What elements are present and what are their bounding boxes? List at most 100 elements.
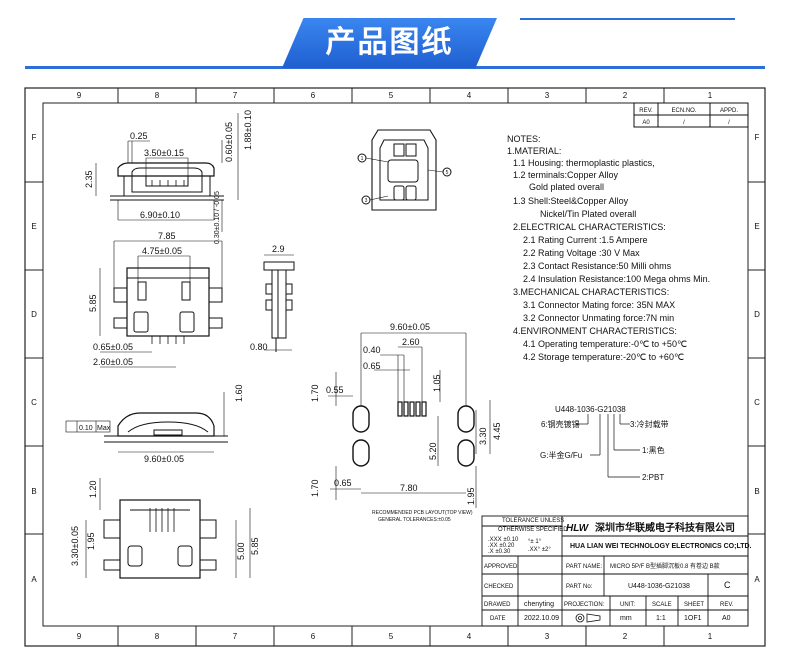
flatness-value: 0.10	[79, 425, 93, 432]
row-label: E	[31, 222, 36, 231]
dim-195: 1.95	[86, 532, 96, 550]
pcb-dim-170b: 1.70	[310, 479, 320, 497]
col-label: 5	[389, 91, 394, 100]
part-code-breakdown: U448-1036-G21038 6:钢壳镀锡 3:冷封载带 1:黑色 G:半金…	[540, 405, 669, 482]
notes-line: 1.3 Shell:Steel&Copper Alloy	[513, 196, 629, 206]
dim-690: 6.90±0.10	[140, 210, 180, 220]
dim-188: 1.88±0.10	[243, 110, 253, 150]
col-label: 6	[311, 632, 316, 641]
row-label: C	[31, 398, 37, 407]
projection-symbol-icon	[575, 613, 601, 623]
col-label: 8	[155, 632, 160, 641]
dim-160: 1.60	[234, 384, 244, 402]
tol-3: .X ±0.30	[488, 549, 511, 555]
callout-1: 1	[361, 156, 364, 162]
col-label: 3	[545, 632, 550, 641]
appd-value: /	[728, 120, 730, 126]
dim-260: 2.60±0.05	[93, 357, 133, 367]
row-label: D	[31, 310, 37, 319]
col-label: 9	[77, 632, 82, 641]
part-no-value: U448-1036-G21038	[628, 583, 690, 590]
unit-label: UNIT:	[620, 602, 635, 608]
part-name-value: MICRO 5P/F B型插脚沉板0.8 有卷边 B款	[610, 562, 720, 570]
tol-5: .XX° ±2°	[528, 547, 551, 553]
dim-235: 2.35	[84, 170, 94, 188]
dim-080: 0.80	[250, 342, 268, 352]
notes-line: Nickel/Tin Plated overall	[540, 209, 636, 219]
col-label: 1	[708, 91, 713, 100]
notes-line: 2.ELECTRICAL CHARACTERISTICS:	[513, 222, 666, 232]
pcb-layout-dims	[328, 332, 491, 508]
notes-line: 2.3 Contact Resistance:50 Milli ohms	[523, 261, 672, 271]
pcb-note-1: RECOMMENDED PCB LAYOUT(TOP VIEW)	[372, 510, 473, 516]
tol-1: .XXX ±0.10	[488, 537, 519, 543]
dim-585b: 5.85	[250, 537, 260, 555]
notes-title: NOTES:	[507, 134, 541, 144]
col-label: 7	[233, 632, 238, 641]
tol-header-2: OTHERWISE SPECIFIED	[498, 527, 568, 533]
dim-030: 0.30±0.10 / -0.05	[214, 191, 221, 244]
pcb-dim-105: 1.05	[432, 374, 442, 392]
title-block: TOLERANCE UNLESS OTHERWISE SPECIFIED .XX…	[481, 515, 752, 627]
pcb-dim-960: 9.60±0.05	[390, 322, 430, 332]
col-label: 6	[311, 91, 316, 100]
flatness-unit: Max	[97, 425, 111, 432]
dim-060: 0.60±0.05	[224, 122, 234, 162]
dim-065: 0.65±0.05	[93, 342, 133, 352]
scale-label: SCALE	[652, 602, 672, 608]
notes-line: 4.1 Operating temperature:-0℃ to +50℃	[523, 339, 687, 349]
part-code-c4: G:半金G/Fu	[540, 450, 582, 460]
pcb-note-2: GENERAL TOLERANCES:±0.05	[378, 517, 451, 523]
col-label: 8	[155, 91, 160, 100]
row-label: D	[754, 310, 760, 319]
tol-2: .XX ±0.20	[488, 543, 515, 549]
dim-475: 4.75±0.05	[142, 246, 182, 256]
company-logo: HLW	[566, 523, 590, 534]
pcb-layout	[352, 401, 475, 467]
col-label: 4	[467, 91, 472, 100]
col-label: 2	[623, 91, 628, 100]
drawed-label: DRAWED	[484, 602, 511, 608]
date-value: 2022.10.09	[524, 615, 559, 622]
isometric-view	[357, 129, 452, 211]
col-label: 3	[545, 91, 550, 100]
notes-line: 3.2 Connector Unmating force:7N min	[523, 313, 674, 323]
col-label: 5	[389, 632, 394, 641]
dim-500: 5.00	[236, 542, 246, 560]
company-name-en: HUA LIAN WEI TECHNOLOGY ELECTRONICS CO;L…	[570, 543, 752, 550]
pcb-dim-780: 7.80	[400, 483, 418, 493]
row-label: F	[755, 133, 760, 142]
part-name-label: PART NAME:	[566, 564, 602, 570]
rev-letter: C	[724, 580, 731, 590]
notes-line: 3.1 Connector Mating force: 35N MAX	[523, 300, 675, 310]
dim-025: 0.25	[130, 131, 148, 141]
dim-785: 7.85	[158, 231, 176, 241]
approved-label: APPROVED	[484, 564, 518, 570]
top-view	[113, 267, 223, 344]
notes-line: 4.2 Storage temperature:-20℃ to +60℃	[523, 352, 684, 362]
pcb-dim-055: 0.55	[326, 385, 344, 395]
rev-value: A0	[642, 120, 650, 126]
notes-line: 2.2 Rating Voltage :30 V Max	[523, 248, 640, 258]
rev-header: REV.	[639, 108, 653, 114]
callout-5: 5	[446, 170, 449, 176]
callout-3: 3	[365, 198, 368, 204]
row-label: C	[754, 398, 760, 407]
rev-label: REV.	[720, 602, 734, 608]
part-no-label: PART No:	[566, 584, 593, 590]
dim-29: 2.9	[272, 244, 285, 254]
notes-line: Gold plated overall	[529, 182, 604, 192]
pcb-dim-195: 1.95	[466, 487, 476, 505]
row-label: F	[32, 133, 37, 142]
appd-header: APPD.	[720, 108, 738, 114]
pcb-dim-520: 5.20	[428, 442, 438, 460]
notes-block: NOTES: 1.MATERIAL: 1.1 Housing: thermopl…	[507, 134, 710, 362]
dim-585: 5.85	[88, 294, 98, 312]
tol-header-1: TOLERANCE UNLESS	[502, 518, 564, 524]
row-label: E	[754, 222, 759, 231]
side-view	[263, 254, 295, 352]
bottom-view-dims	[85, 478, 251, 578]
row-label: B	[754, 487, 759, 496]
pcb-dim-445: 4.45	[492, 422, 502, 440]
pcb-dim-330: 3.30	[478, 427, 488, 445]
